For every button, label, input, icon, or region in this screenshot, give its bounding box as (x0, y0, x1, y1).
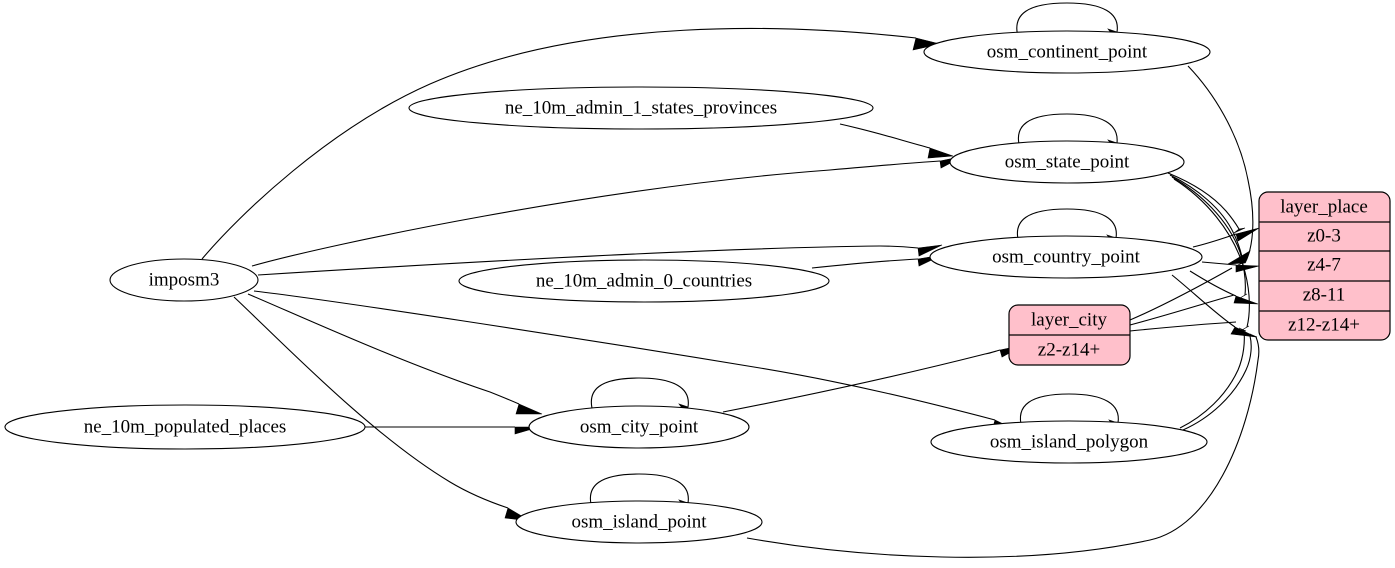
node-layer: imposm3 ne_10m_admin_1_states_provinces … (4, 30, 1391, 544)
node-ne_10m_admin_1_states_provinces[interactable]: ne_10m_admin_1_states_provinces (408, 86, 874, 130)
node-osm_continent_point[interactable]: osm_continent_point (923, 30, 1211, 74)
edge-osm_island_point-to-layer_place_z12 (746, 333, 1260, 558)
node-imposm3[interactable]: imposm3 (109, 258, 259, 302)
edge-layer_city-to-layer_place_z4_7 (1129, 294, 1235, 326)
node-osm_country_point[interactable]: osm_country_point (929, 235, 1203, 279)
node-osm_island_polygon[interactable]: osm_island_polygon (930, 420, 1208, 464)
edge-osm_state_point-to-layer_place_z8_11 (1171, 176, 1248, 299)
edge-ne_admin1-to-osm_state_point (839, 123, 954, 159)
node-layer_place[interactable]: layer_place z0-3 z4-7 z8-11 z12-z14+ (1258, 191, 1391, 341)
node-osm_city_point[interactable]: osm_city_point (528, 405, 750, 449)
edge-layer_city-to-layer_place_z0_3 (1129, 267, 1233, 321)
edge-imposm3-to-osm_city_point (247, 293, 543, 415)
node-layer_city[interactable]: layer_city z2-z14+ (1008, 304, 1131, 366)
edge-imposm3-to-osm_country_point (257, 244, 943, 276)
node-ne_10m_populated_places[interactable]: ne_10m_populated_places (4, 404, 366, 450)
edge-osm_continent_point-to-layer_place_z4_7 (1187, 65, 1254, 265)
edge-osm_country_point-to-layer_place_z0_3 (1192, 227, 1260, 248)
edge-ne_admin0-to-osm_country_point (811, 254, 943, 269)
edge-imposm3-to-osm_state_point (251, 155, 965, 267)
node-osm_state_point[interactable]: osm_state_point (949, 140, 1185, 184)
edge-osm_state_point-to-layer_place_z0_3 (1167, 172, 1246, 234)
edge-osm_country_point-to-layer_place_z12 (1171, 274, 1257, 338)
node-osm_island_point[interactable]: osm_island_point (515, 500, 763, 544)
edge-osm_island_polygon-to-layer_place_z12 (1182, 332, 1253, 431)
edge-ne_populated-to-osm_city_point (365, 426, 540, 435)
edge-osm_island_polygon-to-layer_place_z8_11 (1179, 327, 1247, 429)
edge-osm_country_point-to-layer_place_z8_11 (1189, 270, 1259, 305)
edge-osm_city_point-to-layer_city_z2_14 (722, 344, 1025, 413)
edge-imposm3-to-osm_continent_point (201, 27, 941, 260)
edge-layer_city-to-layer_place_z8_11 (1129, 321, 1237, 332)
edge-osm_country_point-to-layer_place_z4_7 (1201, 261, 1260, 273)
edge-osm_state_point-to-layer_place_z12 (1173, 178, 1250, 331)
node-ne_10m_admin_0_countries[interactable]: ne_10m_admin_0_countries (458, 259, 830, 303)
